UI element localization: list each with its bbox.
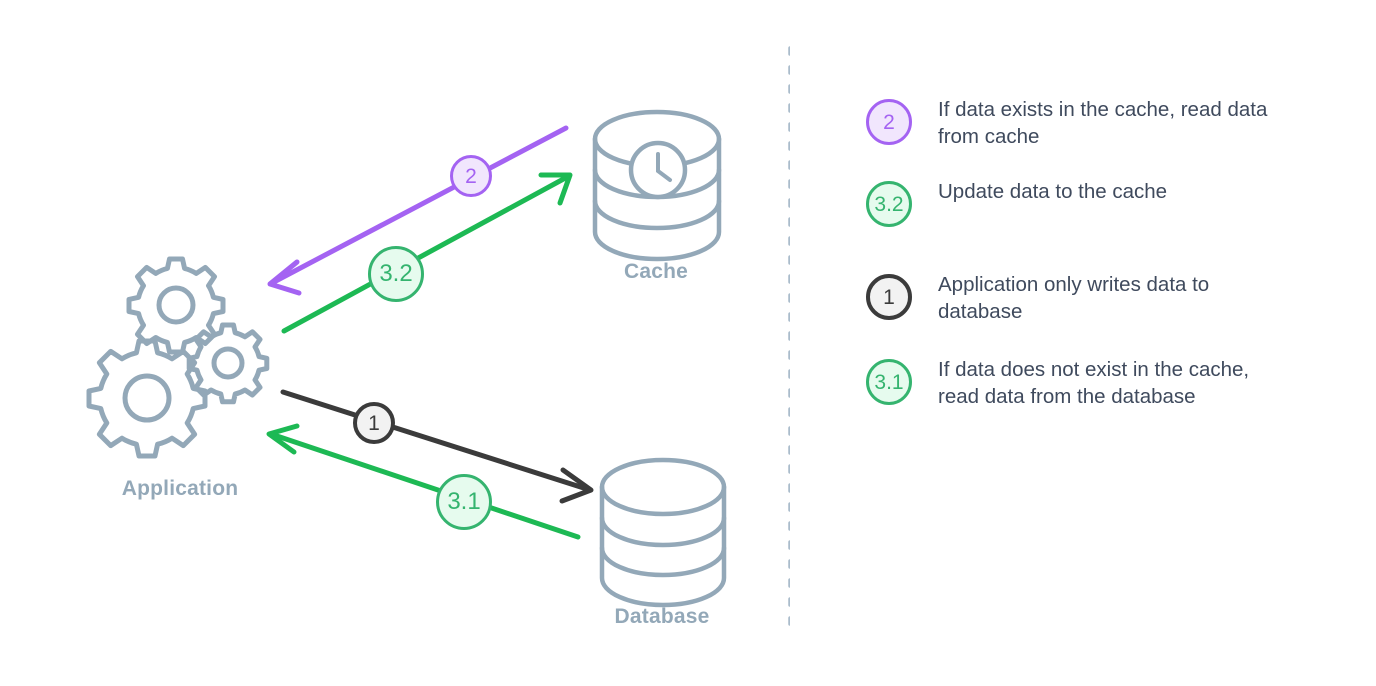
node-label-database: Database xyxy=(614,605,710,628)
gears-icon xyxy=(86,256,270,459)
step-badge-2[interactable]: 2 xyxy=(450,155,492,197)
legend-item-3-2: 3.2 Update data to the cache xyxy=(866,178,1306,228)
step-badge-3-1[interactable]: 3.1 xyxy=(436,474,492,530)
legend-item-2: 2 If data exists in the cache, read data… xyxy=(866,96,1306,150)
legend-text-3-2: Update data to the cache xyxy=(938,180,1168,204)
legend-badge-2: 2 xyxy=(866,99,912,145)
legend-text-1: Application only writes data to database xyxy=(938,273,1210,324)
legend: 2 If data exists in the cache, read data… xyxy=(866,96,1306,434)
edge-1-arrow xyxy=(280,389,594,504)
cache-aside-diagram xyxy=(86,46,790,633)
step-badge-1[interactable]: 1 xyxy=(353,402,395,444)
legend-badge-3-2: 3.2 xyxy=(866,181,912,228)
legend-badge-1: 1 xyxy=(866,274,912,321)
legend-text-2: If data exists in the cache, read data f… xyxy=(938,98,1268,149)
legend-text-3-1: If data does not exist in the cache, rea… xyxy=(938,358,1250,409)
legend-item-1: 1 Application only writes data to databa… xyxy=(866,271,1306,325)
database-cylinder-icon xyxy=(599,457,727,608)
node-label-cache: Cache xyxy=(623,260,689,283)
cache-cylinder-clock-icon xyxy=(592,109,722,262)
step-badge-3-2[interactable]: 3.2 xyxy=(368,246,424,302)
legend-badge-3-1: 3.1 xyxy=(866,359,912,406)
node-label-application: Application xyxy=(121,477,239,500)
edge-2-arrow xyxy=(267,125,569,296)
edge-3-1-arrow xyxy=(266,423,581,540)
legend-item-3-1: 3.1 If data does not exist in the cache,… xyxy=(866,356,1306,410)
edge-3-2-arrow xyxy=(281,172,573,334)
